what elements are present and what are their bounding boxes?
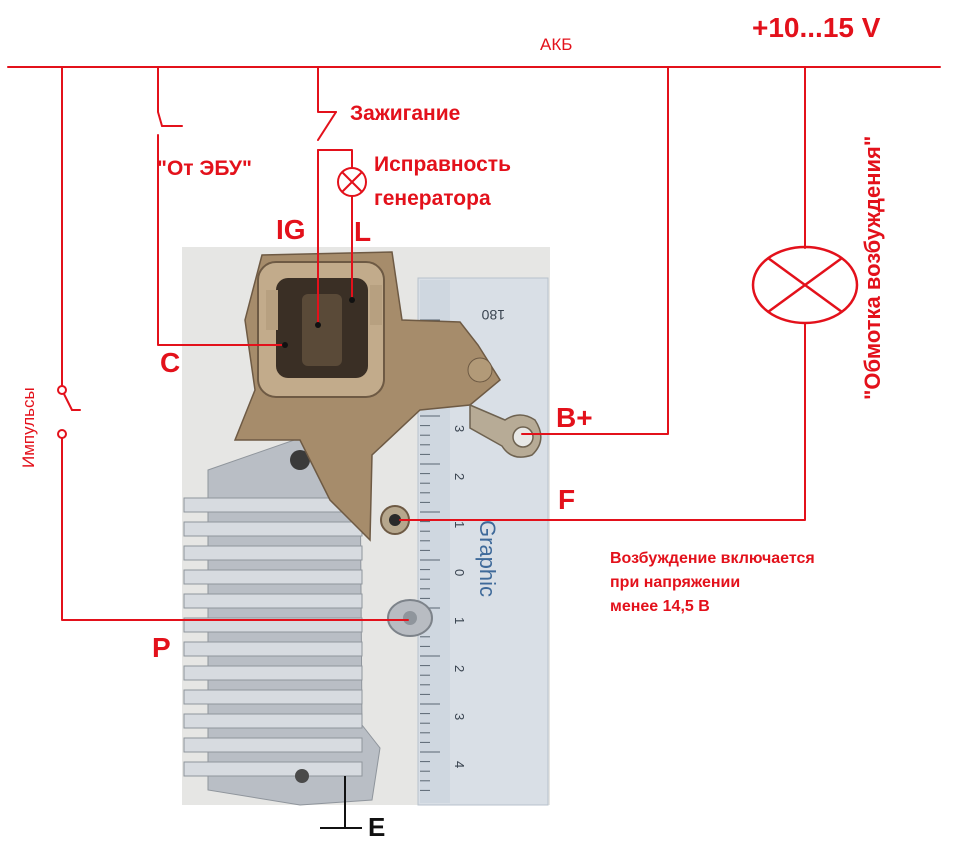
terminal-ig-label: IG — [276, 214, 306, 245]
status-lamp-label-line2: генератора — [374, 187, 491, 210]
mount-hole-bottom — [295, 769, 309, 783]
ruler-number: 0 — [452, 569, 467, 576]
ruler-brand: Graphic — [475, 520, 500, 597]
ruler-number: 1 — [452, 521, 467, 528]
terminal-l-label: L — [354, 216, 372, 247]
lamp-feed-wire — [317, 149, 353, 169]
heatsink-fin — [183, 689, 363, 705]
pulses-to-p-wire — [61, 433, 409, 621]
heatsink-fin — [183, 545, 363, 561]
heatsink-fin — [183, 737, 363, 753]
ecu-switch-label: "От ЭБУ" — [157, 157, 252, 180]
mount-hole-top — [290, 450, 310, 470]
heatsink — [183, 437, 381, 806]
l-terminal-dot — [349, 297, 355, 303]
field-coil-to-f-wire — [399, 322, 806, 521]
heatsink-fin — [183, 665, 363, 681]
excitation-note-line2: при напряжении — [610, 574, 741, 591]
pulses-contact-bottom — [57, 429, 67, 439]
terminal-p-label: P — [152, 632, 171, 663]
ignition-wire-top — [317, 66, 337, 113]
heatsink-fin — [183, 569, 363, 585]
battery-label: АКБ — [540, 35, 573, 54]
ruler-mark-180: 180 — [481, 307, 505, 323]
terminal-b-plus-label: B+ — [556, 402, 593, 433]
terminal-c-label: C — [160, 347, 181, 378]
ruler-number: 3 — [452, 425, 467, 432]
status-lamp-icon — [337, 167, 367, 197]
ignition-switch-label: Зажигание — [350, 102, 461, 125]
ig-terminal-dot — [315, 322, 321, 328]
excitation-note-line3: менее 14,5 В — [610, 598, 710, 615]
c-terminal-dot — [282, 342, 288, 348]
field-coil-label: "Обмотка возбуждения" — [860, 135, 885, 400]
ruler-number: 3 — [452, 713, 467, 720]
heatsink-fin — [183, 713, 363, 729]
ruler-number: 4 — [452, 761, 467, 768]
excitation-note-line1: Возбуждение включается — [610, 550, 815, 567]
ruler-number: 2 — [452, 473, 467, 480]
terminal-f-label: F — [558, 484, 576, 515]
ruler-number: 2 — [452, 665, 467, 672]
ecu-wire-top — [157, 66, 163, 127]
pulses-contact-top — [57, 385, 67, 395]
heatsink-fin — [183, 593, 363, 609]
heatsink-fin — [183, 617, 363, 633]
heatsink-fin — [183, 761, 363, 777]
ignition-switch-arm — [317, 111, 337, 141]
supply-voltage-label: +10...15 V — [752, 12, 881, 43]
terminal-e-label: E — [368, 812, 386, 842]
b-plus-wire — [521, 66, 669, 435]
heatsink-fin — [183, 641, 363, 657]
excitation-note: Возбуждение включается при напряжении ме… — [610, 547, 880, 619]
status-lamp-label-line1: Исправность — [374, 153, 511, 176]
ground-symbol — [320, 776, 362, 829]
ecu-to-c-wire — [157, 134, 286, 346]
ruler-number: 1 — [452, 617, 467, 624]
pulses-switch-label: Импульсы — [19, 387, 38, 468]
field-coil-lamp-icon — [751, 245, 859, 325]
b-plus-ring-terminal — [469, 403, 542, 458]
